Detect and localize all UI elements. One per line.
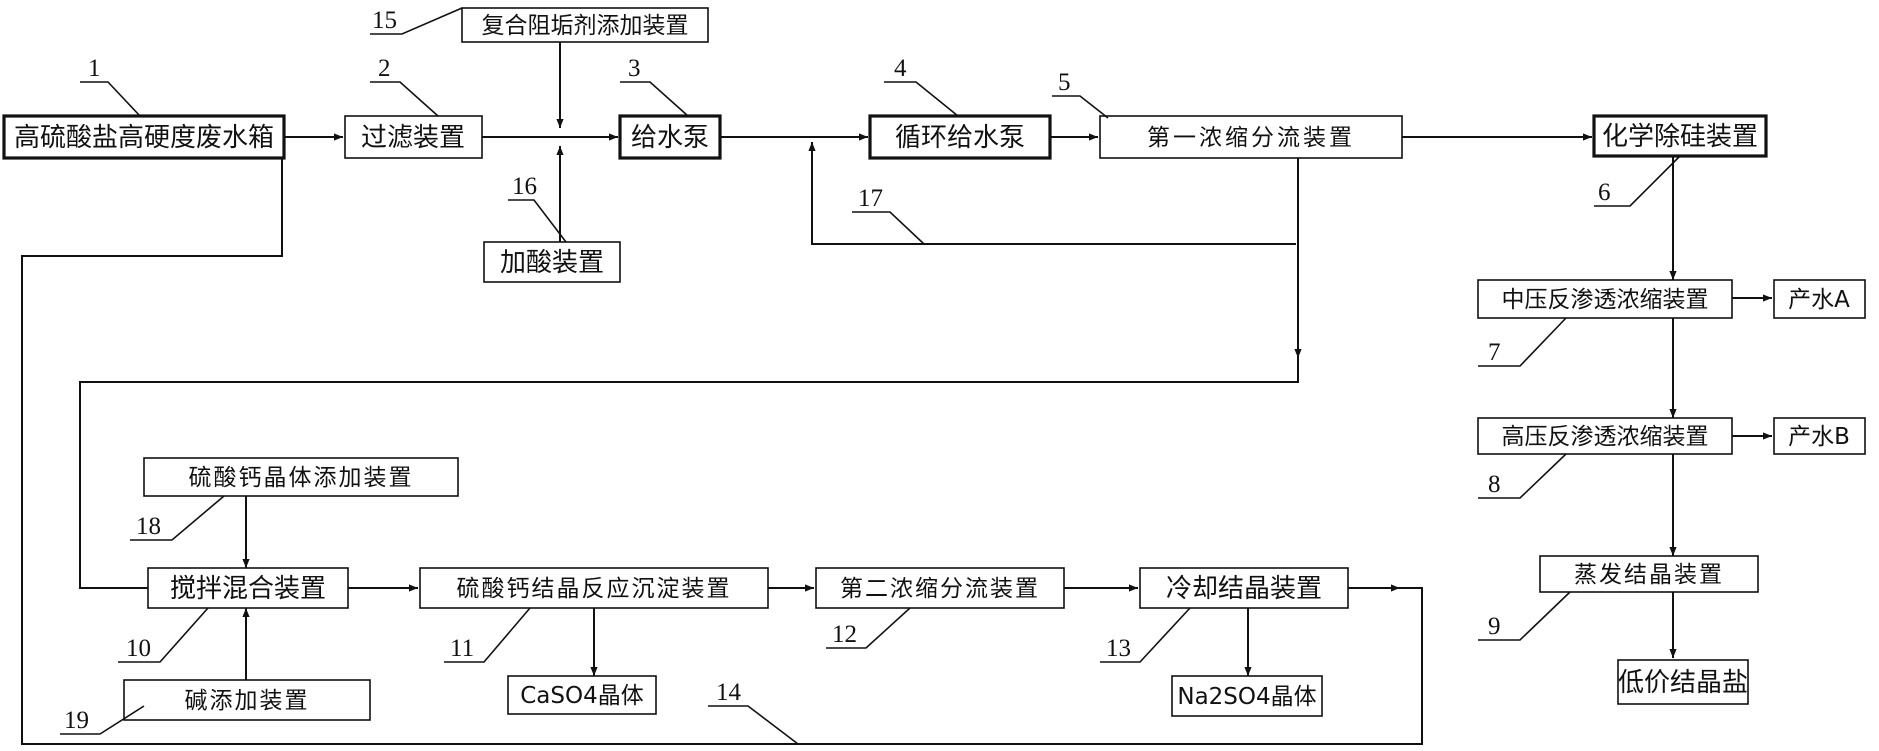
ref-5: 5 [1052,69,1109,119]
box-19: 碱添加装置 [123,679,371,721]
box-12-label: 第二浓缩分流装置 [840,576,1040,602]
box-9-label: 蒸发结晶装置 [1574,562,1724,588]
box-13-label: 冷却结晶装置 [1166,574,1322,604]
box-11-output-label: CaSO4晶体 [520,683,644,709]
ref-1-number: 1 [88,55,101,82]
box-15-label: 复合阻垢剂添加装置 [482,13,689,39]
box-2-label: 过滤装置 [361,123,465,153]
box-16: 加酸装置 [483,241,621,283]
box-4-label: 循环给水泵 [895,123,1025,153]
ref-3: 3 [620,55,689,117]
ref-12-number: 12 [832,621,857,648]
box-18-label: 硫酸钙晶体添加装置 [189,465,414,491]
box-18: 硫酸钙晶体添加装置 [143,457,459,497]
ref-12: 12 [826,607,911,649]
ref-6-number: 6 [1598,179,1611,206]
box-7-output: 产水A [1773,279,1866,319]
ref-7-number: 7 [1488,339,1501,366]
box-4: 循环给水泵 [868,114,1052,160]
box-9-output: 低价结晶盐 [1617,659,1749,705]
box-13-output: Na2SO4晶体 [1171,675,1323,717]
box-8-output: 产水B [1773,417,1866,455]
box-7: 中压反渗透浓缩装置 [1477,279,1733,319]
ref-14: 14 [708,679,799,745]
ref-16-number: 16 [512,173,537,200]
box-16-label: 加酸装置 [500,248,604,278]
ref-9-number: 9 [1488,613,1501,640]
box-11-label: 硫酸钙结晶反应沉淀装置 [457,576,732,602]
ref-9: 9 [1478,591,1571,641]
ref-1: 1 [80,55,141,117]
ref-13-number: 13 [1106,635,1131,662]
ref-3-number: 3 [628,55,641,82]
box-15: 复合阻垢剂添加装置 [461,7,709,43]
ref-18-number: 18 [136,513,161,540]
box-11-output: CaSO4晶体 [507,675,657,715]
ref-6: 6 [1594,155,1681,207]
ref-19: 19 [60,705,145,735]
flow-5-to-10 [79,358,1299,589]
box-6: 化学除硅装置 [1592,114,1768,158]
ref-4: 4 [884,55,959,117]
box-13-output-label: Na2SO4晶体 [1177,684,1316,710]
box-10: 搅拌混合装置 [147,567,349,609]
ref-16: 16 [508,173,567,243]
ref-15: 15 [370,7,463,35]
ref-13: 13 [1100,607,1191,663]
box-7-label: 中压反渗透浓缩装置 [1502,287,1709,313]
ref-10: 10 [118,607,209,663]
ref-17-number: 17 [858,185,883,212]
ref-18: 18 [130,495,225,541]
box-3: 给水泵 [618,114,722,160]
ref-11-number: 11 [450,635,474,662]
flow-lines [21,42,1772,745]
box-7-output-label: 产水A [1788,287,1850,313]
box-13: 冷却结晶装置 [1139,567,1349,609]
flow-14-recycle [21,142,1423,745]
box-8-label: 高压反渗透浓缩装置 [1502,424,1709,450]
box-5: 第一浓缩分流装置 [1099,115,1403,159]
ref-17: 17 [852,185,925,245]
ref-8: 8 [1478,453,1567,499]
ref-15-number: 15 [372,7,397,34]
flow-17-recycle [808,142,1296,245]
box-6-label: 化学除硅装置 [1602,122,1758,152]
box-2: 过滤装置 [344,115,483,159]
ref-5-number: 5 [1058,69,1071,96]
ref-8-number: 8 [1488,471,1501,498]
box-9: 蒸发结晶装置 [1539,555,1759,593]
box-1-label: 高硫酸盐高硬度废水箱 [14,123,274,153]
box-9-output-label: 低价结晶盐 [1618,668,1748,698]
ref-7: 7 [1478,317,1567,367]
ref-10-number: 10 [126,635,151,662]
box-1: 高硫酸盐高硬度废水箱 [2,114,286,160]
box-8-output-label: 产水B [1788,424,1850,450]
box-11: 硫酸钙结晶反应沉淀装置 [419,567,769,609]
ref-2-number: 2 [378,55,391,82]
ref-19-number: 19 [64,707,89,734]
box-12: 第二浓缩分流装置 [815,567,1065,609]
ref-2: 2 [370,55,439,117]
box-10-label: 搅拌混合装置 [170,574,326,604]
ref-11: 11 [444,607,531,663]
box-5-label: 第一浓缩分流装置 [1147,125,1355,151]
ref-4-number: 4 [894,55,907,82]
box-3-label: 给水泵 [631,123,709,153]
box-19-label: 碱添加装置 [185,688,310,714]
box-8: 高压反渗透浓缩装置 [1477,417,1733,455]
ref-14-number: 14 [716,679,742,706]
